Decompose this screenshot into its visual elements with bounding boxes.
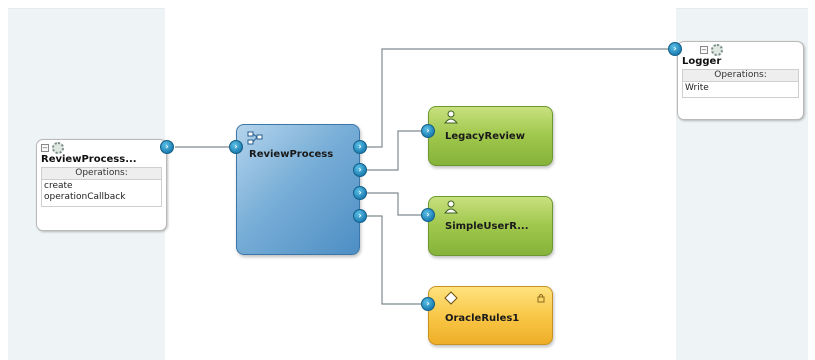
chevron-right-icon[interactable]: › <box>229 140 243 154</box>
simpleuser-component[interactable]: SimpleUserR... <box>428 196 553 256</box>
human-task-icon <box>444 200 458 214</box>
diamond-icon <box>444 291 458 305</box>
process-flow-icon <box>247 131 263 145</box>
client-service-card[interactable]: − ReviewProcess... Operations: create op… <box>36 139 167 231</box>
logger-title: Logger <box>682 56 722 67</box>
operations-list: Write <box>682 82 799 98</box>
chevron-right-icon[interactable]: › <box>421 297 435 311</box>
component-label: ReviewProcess <box>249 149 334 160</box>
chevron-right-icon[interactable]: › <box>353 209 367 223</box>
legacyreview-component[interactable]: LegacyReview <box>428 106 553 166</box>
reviewprocess-component[interactable]: ReviewProcess <box>236 124 360 255</box>
operation-item[interactable]: operationCallback <box>44 192 126 202</box>
wire-to-oraclerules <box>365 215 422 305</box>
component-label: SimpleUserR... <box>445 221 529 232</box>
wire-to-logger <box>365 48 668 148</box>
gear-icon <box>52 142 64 154</box>
operations-header: Operations: <box>682 69 799 82</box>
wire-to-legacyreview <box>365 130 422 171</box>
lock-icon <box>537 294 545 303</box>
collapse-toggle-icon[interactable]: − <box>41 144 49 152</box>
chevron-right-icon[interactable]: › <box>353 140 367 154</box>
oraclerules-component[interactable]: OracleRules1 <box>428 286 553 345</box>
wire-to-simpleuser <box>365 192 422 216</box>
chevron-right-icon[interactable]: › <box>353 163 367 177</box>
operation-item[interactable]: Write <box>685 83 709 93</box>
chevron-right-icon[interactable]: › <box>668 42 682 56</box>
operations-list: create operationCallback <box>41 180 162 207</box>
operation-item[interactable]: create <box>44 181 73 191</box>
chevron-right-icon[interactable]: › <box>160 140 174 154</box>
component-label: LegacyReview <box>445 131 525 142</box>
chevron-right-icon[interactable]: › <box>353 186 367 200</box>
gear-icon <box>711 44 723 56</box>
chevron-right-icon[interactable]: › <box>421 124 435 138</box>
component-label: OracleRules1 <box>445 313 520 324</box>
client-service-title: ReviewProcess... <box>41 154 137 165</box>
logger-service-card[interactable]: − Logger Operations: Write <box>677 41 804 120</box>
human-task-icon <box>444 110 458 124</box>
operations-header: Operations: <box>41 167 162 180</box>
collapse-toggle-icon[interactable]: − <box>700 46 708 54</box>
chevron-right-icon[interactable]: › <box>421 208 435 222</box>
